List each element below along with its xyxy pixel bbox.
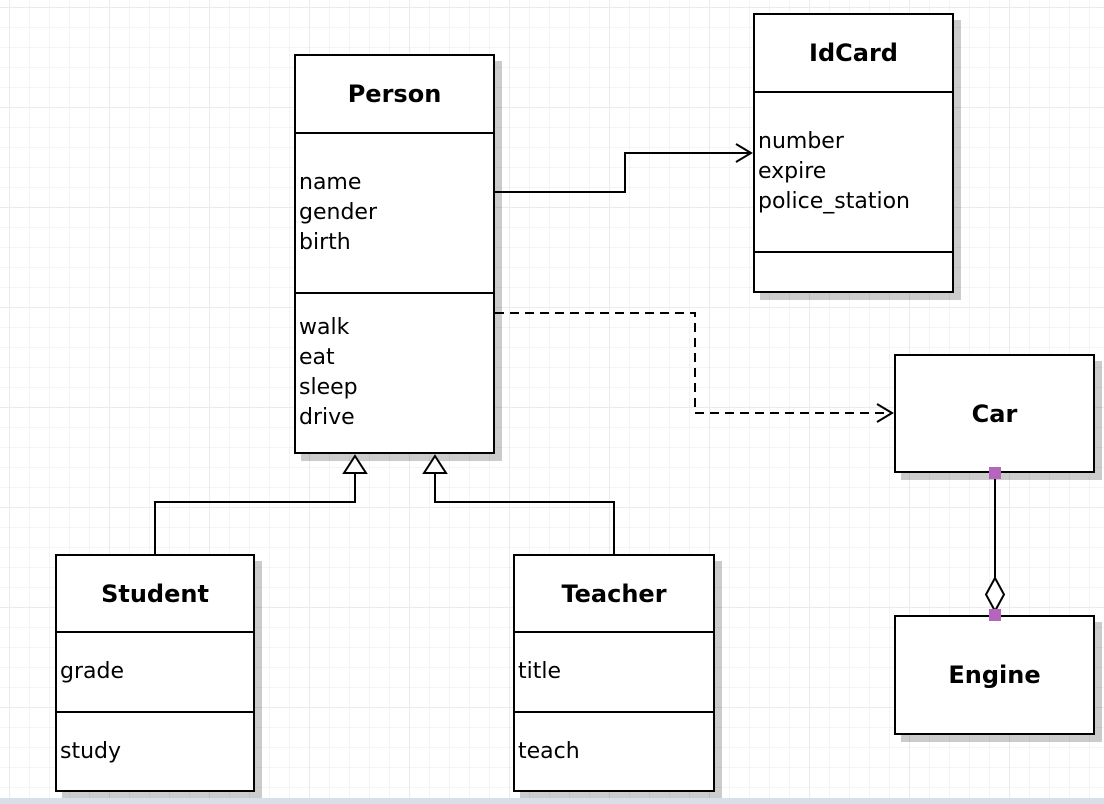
connector-endpoint-handle[interactable]: [989, 609, 1001, 621]
generalization-teacher-person[interactable]: [422, 454, 615, 554]
class-box-student[interactable]: Student grade study: [55, 554, 255, 792]
class-box-person[interactable]: Person name gender birth walk eat sleep …: [294, 54, 495, 454]
method: walk: [299, 315, 350, 340]
hollow-triangle-icon: [422, 454, 448, 474]
method: sleep: [299, 375, 358, 400]
attribute: gender: [299, 200, 377, 225]
association-person-idcard[interactable]: [495, 143, 753, 193]
method: study: [60, 738, 122, 764]
class-title-idcard: IdCard: [755, 15, 952, 93]
connector-endpoint-handle[interactable]: [989, 467, 1001, 479]
class-box-engine[interactable]: Engine: [894, 615, 1095, 735]
idcard-attributes: number expire police_station: [755, 93, 952, 253]
class-title-person: Person: [296, 56, 493, 134]
dependency-person-car[interactable]: [495, 312, 894, 423]
attribute: birth: [299, 230, 351, 255]
class-title-student: Student: [57, 556, 253, 633]
generalization-student-person[interactable]: [154, 454, 368, 554]
idcard-methods-empty: [755, 253, 952, 291]
open-arrowhead-icon: [876, 403, 894, 423]
attribute: number: [758, 129, 844, 154]
class-title-car: Car: [971, 399, 1018, 428]
open-arrowhead-icon: [735, 143, 753, 163]
class-box-teacher[interactable]: Teacher title teach: [513, 554, 715, 792]
teacher-compartment: title: [515, 633, 713, 713]
teacher-compartment: teach: [515, 713, 713, 790]
hollow-triangle-icon: [342, 454, 368, 474]
class-box-idcard[interactable]: IdCard number expire police_station: [753, 13, 954, 293]
attribute: police_station: [758, 189, 910, 214]
attribute: title: [518, 659, 562, 684]
method: eat: [299, 345, 335, 370]
hollow-diamond-icon: [984, 575, 1006, 614]
student-compartment: study: [57, 713, 253, 790]
method: drive: [299, 405, 355, 430]
class-title-teacher: Teacher: [515, 556, 713, 633]
student-compartment: grade: [57, 633, 253, 713]
canvas-bottom-edge: [0, 798, 1104, 804]
method: teach: [518, 738, 580, 764]
class-box-car[interactable]: Car: [894, 354, 1095, 473]
attribute: name: [299, 170, 362, 195]
attribute: grade: [60, 659, 124, 684]
class-title-engine: Engine: [948, 661, 1041, 689]
person-methods: walk eat sleep drive: [296, 294, 493, 452]
aggregation-car-engine[interactable]: [984, 467, 1006, 621]
attribute: expire: [758, 159, 827, 184]
person-attributes: name gender birth: [296, 134, 493, 294]
